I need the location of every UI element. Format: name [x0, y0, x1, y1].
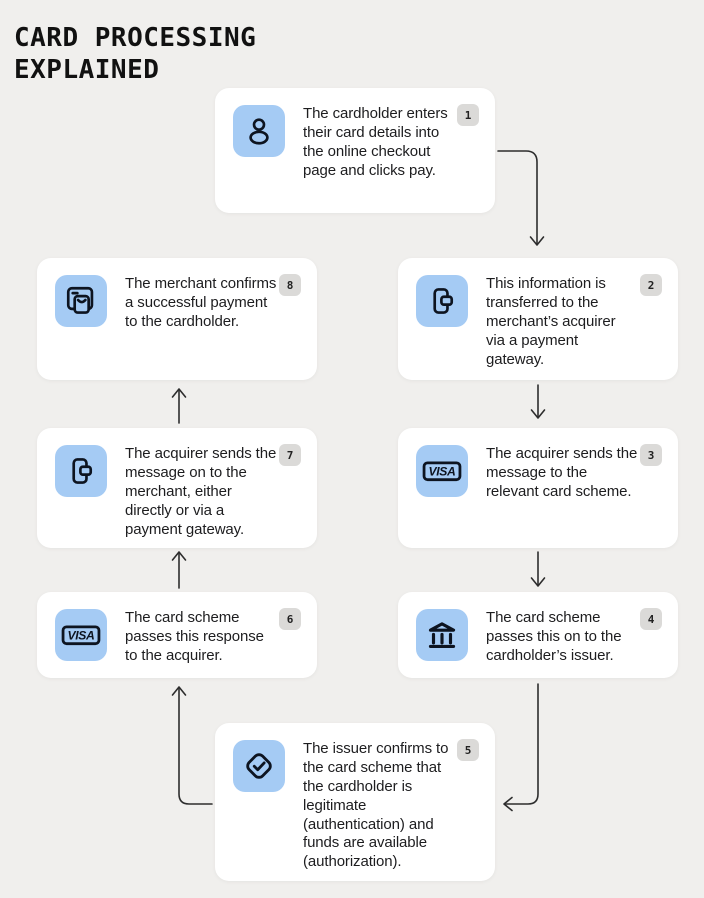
step-number-badge: 1 [457, 104, 479, 126]
bank-icon [428, 622, 456, 648]
arrowhead-step7 [171, 551, 187, 561]
visa-card-icon: VISA [422, 461, 462, 482]
arrowhead-step4 [530, 577, 546, 587]
step-card-2: This information is transferred to the m… [398, 258, 678, 380]
step-text: The acquirer sends the message on to the… [125, 445, 277, 538]
arrow-step5-to-step6 [178, 688, 213, 805]
step-card-6: VISA The card scheme passes this respons… [37, 592, 317, 678]
arrowhead-step8 [171, 388, 187, 398]
arrowhead-step5 [503, 796, 513, 812]
step-text: The issuer confirms to the card scheme t… [303, 740, 449, 871]
icon-container: VISA [416, 445, 468, 497]
arrow-step4-to-step5 [505, 683, 539, 805]
icon-container [233, 740, 285, 792]
step-card-7: The acquirer sends the message on to the… [37, 428, 317, 548]
step-text: The card scheme passes this response to … [125, 609, 264, 664]
step-number-badge: 5 [457, 739, 479, 761]
step-number-badge: 4 [640, 608, 662, 630]
step-card-8: The merchant confirms a successful payme… [37, 258, 317, 380]
icon-container [55, 445, 107, 497]
arrowhead-step2 [529, 236, 545, 246]
icon-container: VISA [55, 609, 107, 661]
arrow-step1-to-step2 [497, 150, 538, 245]
step-text: The merchant confirms a successful payme… [125, 275, 277, 330]
step-number-badge: 7 [279, 444, 301, 466]
check-diamond-icon [246, 753, 272, 779]
step-card-1: The cardholder enters their card details… [215, 88, 495, 213]
step-text: The cardholder enters their card details… [303, 105, 448, 179]
visa-card-icon: VISA [61, 625, 101, 646]
step-number-badge: 3 [640, 444, 662, 466]
arrowhead-step6 [171, 686, 187, 696]
step-card-4: The card scheme passes this on to the ca… [398, 592, 678, 678]
step-text: This information is transferred to the m… [486, 275, 616, 368]
step-text: The acquirer sends the message to the re… [486, 445, 638, 500]
icon-container [55, 275, 107, 327]
icon-container [416, 609, 468, 661]
icon-container [416, 275, 468, 327]
step-number-badge: 2 [640, 274, 662, 296]
merchant-store-icon [66, 286, 94, 314]
step-card-5: The issuer confirms to the card scheme t… [215, 723, 495, 881]
step-text: The card scheme passes this on to the ca… [486, 609, 622, 664]
icon-container [233, 105, 285, 157]
step-number-badge: 8 [279, 274, 301, 296]
arrowhead-step3 [530, 409, 546, 419]
card-transfer-icon [72, 458, 93, 484]
person-icon [249, 118, 269, 145]
step-number-badge: 6 [279, 608, 301, 630]
svg-text:VISA: VISA [68, 629, 95, 643]
step-card-3: VISA The acquirer sends the message to t… [398, 428, 678, 548]
card-transfer-icon [433, 288, 454, 314]
svg-text:VISA: VISA [429, 465, 456, 479]
